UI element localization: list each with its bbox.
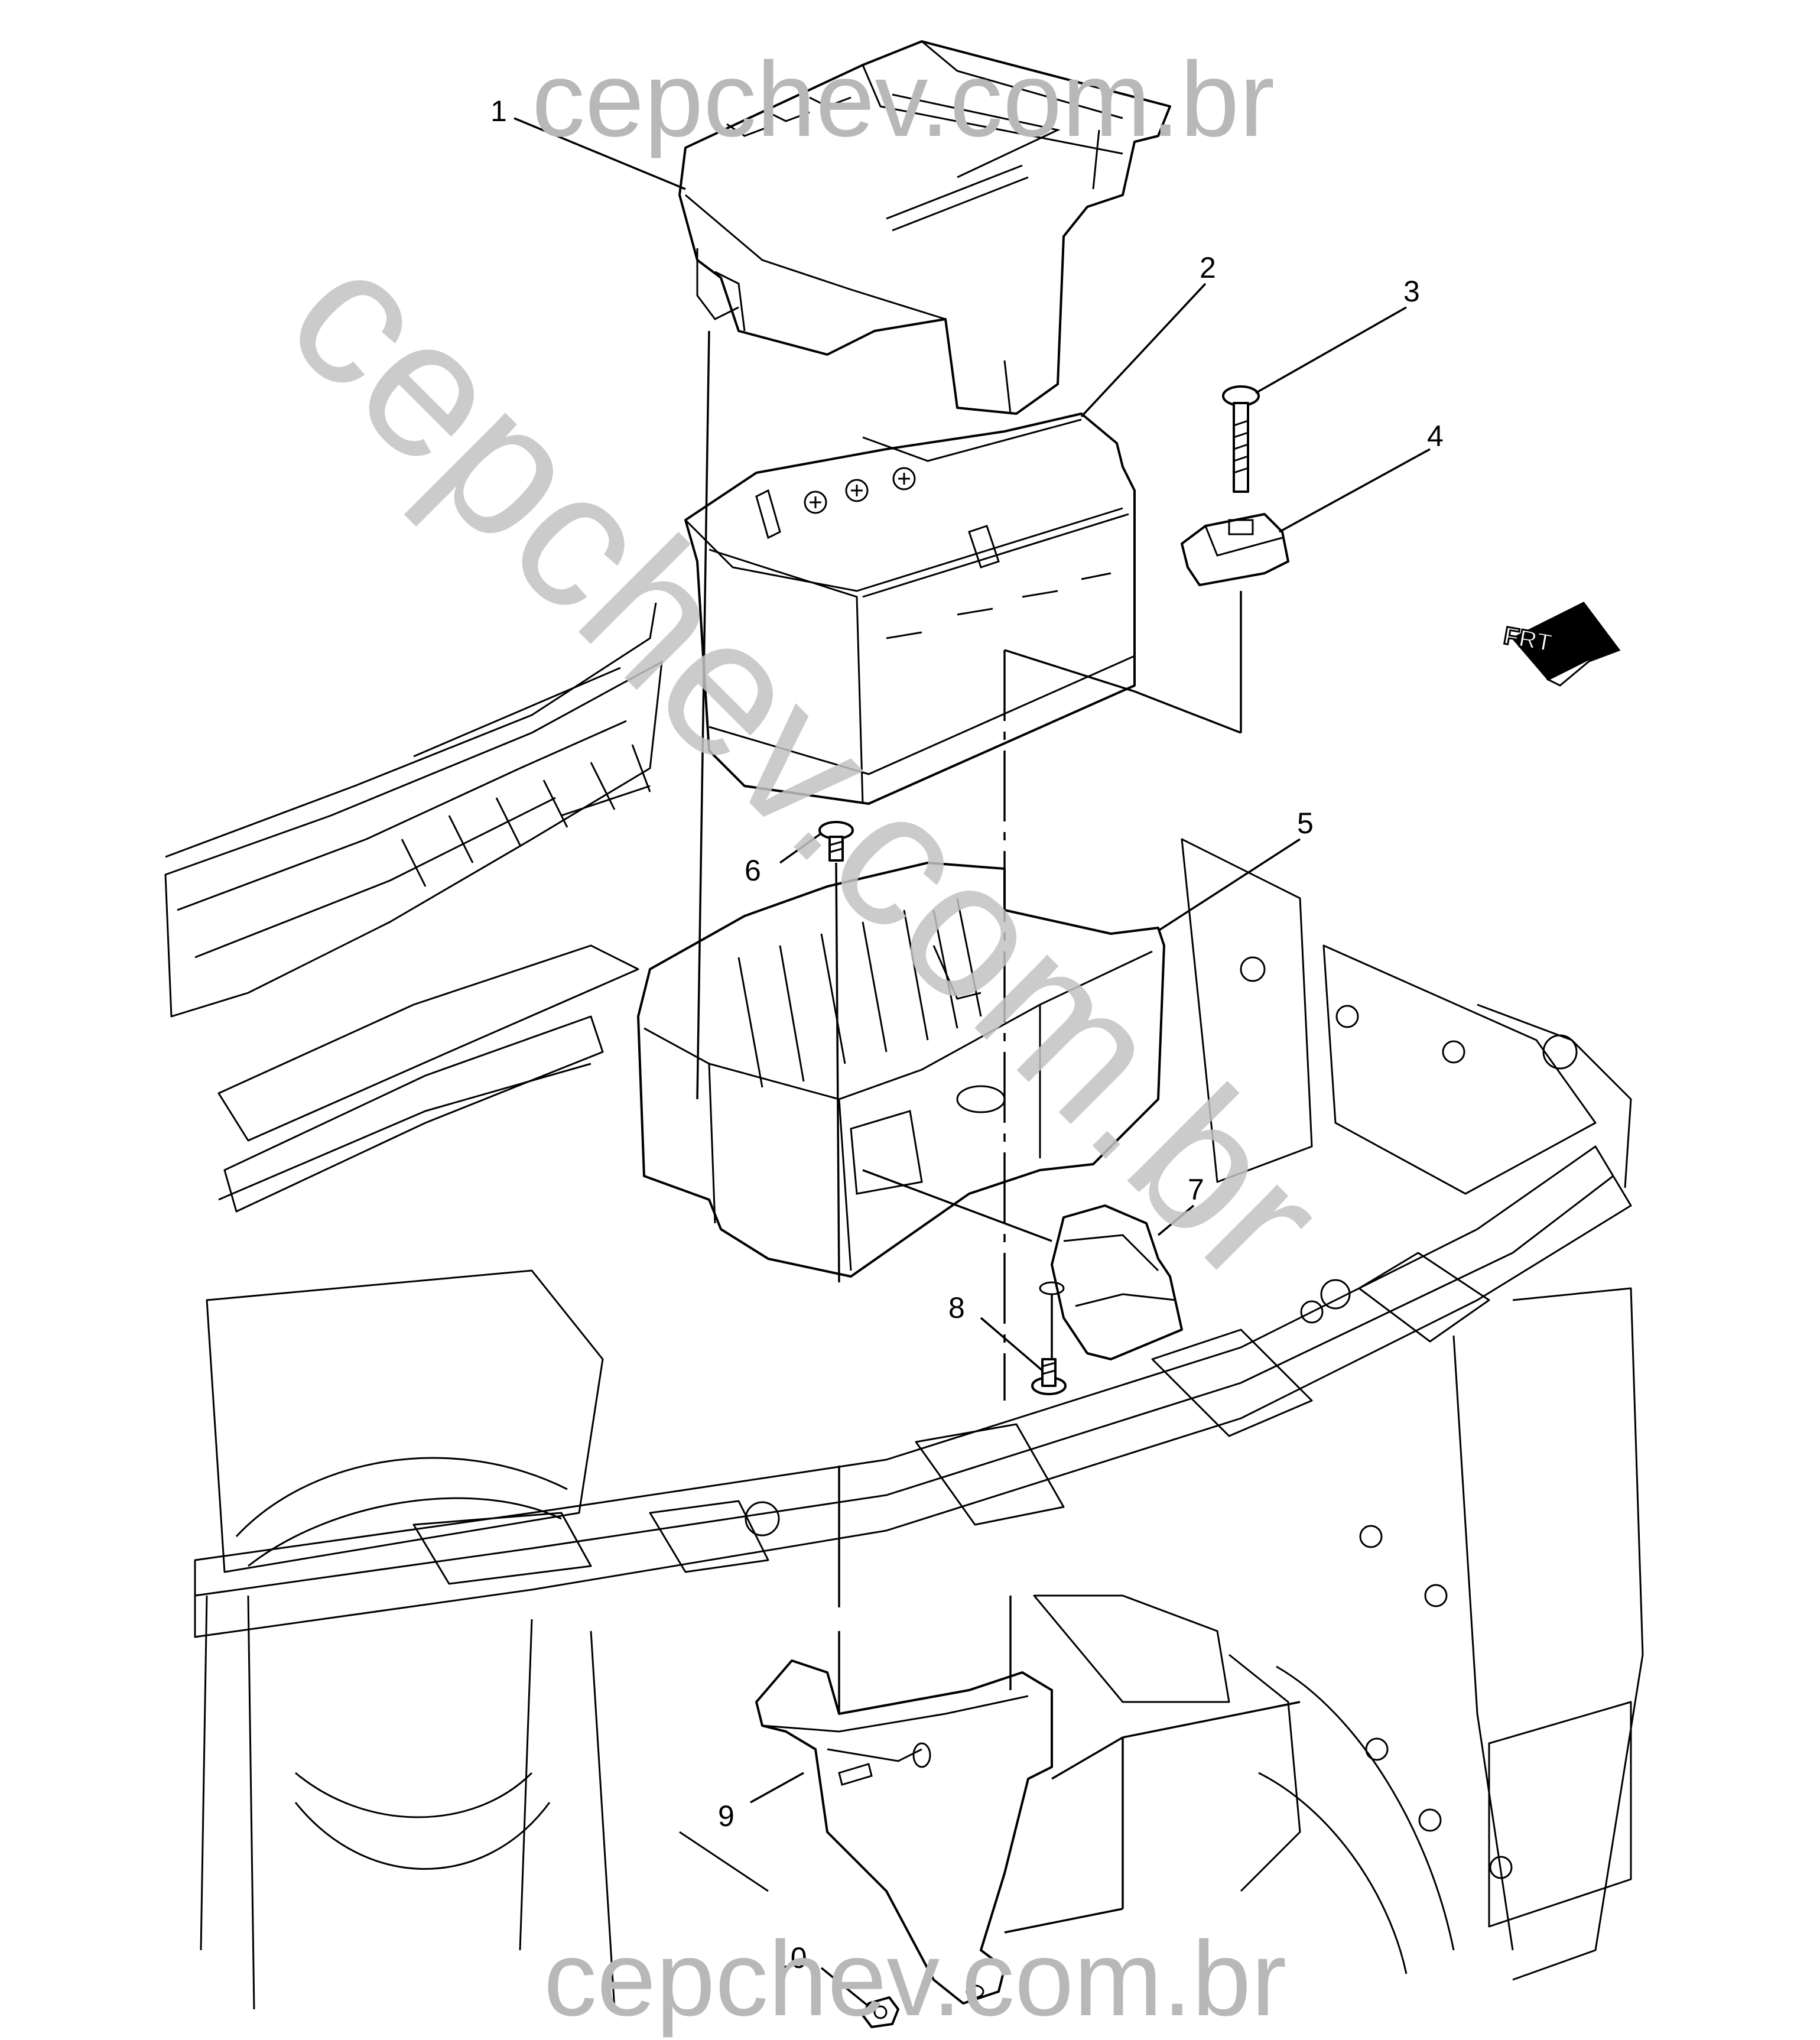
- watermark-top: cepchev.com.br: [532, 40, 1275, 159]
- callout-2: 2: [1200, 251, 1216, 284]
- bracket-nut: [862, 1996, 899, 2028]
- callout-7: 7: [1188, 1173, 1204, 1206]
- vehicle-front-structure: [164, 602, 1644, 2010]
- assembly-lines: [696, 330, 1301, 1934]
- callout-6: 6: [745, 854, 761, 887]
- callout-10: 10: [774, 1941, 807, 1974]
- callout-leaders: [514, 117, 1431, 2007]
- watermark-bottom: cepchev.com.br: [544, 1919, 1286, 2038]
- battery-cover: [678, 40, 1171, 415]
- hold-down-bolt: [1222, 385, 1260, 493]
- front-arrow-icon: FRT: [1501, 602, 1621, 687]
- callout-5: 5: [1297, 807, 1314, 840]
- tray-bolt-lower: [1031, 1358, 1067, 1395]
- battery: [684, 412, 1136, 805]
- tray-bolt-upper: [818, 821, 854, 862]
- callout-numbers: 1 2 3 4 5 6 7 8 9 10: [490, 95, 1444, 1974]
- callout-4: 4: [1427, 420, 1444, 453]
- callout-1: 1: [490, 95, 507, 128]
- callout-8: 8: [948, 1291, 965, 1324]
- hold-down-clamp: [1181, 513, 1289, 586]
- callout-9: 9: [718, 1799, 734, 1833]
- callout-3: 3: [1403, 275, 1420, 308]
- tray-support-bracket: [755, 1659, 1053, 2005]
- battery-insulator-duct: [1039, 1204, 1183, 1360]
